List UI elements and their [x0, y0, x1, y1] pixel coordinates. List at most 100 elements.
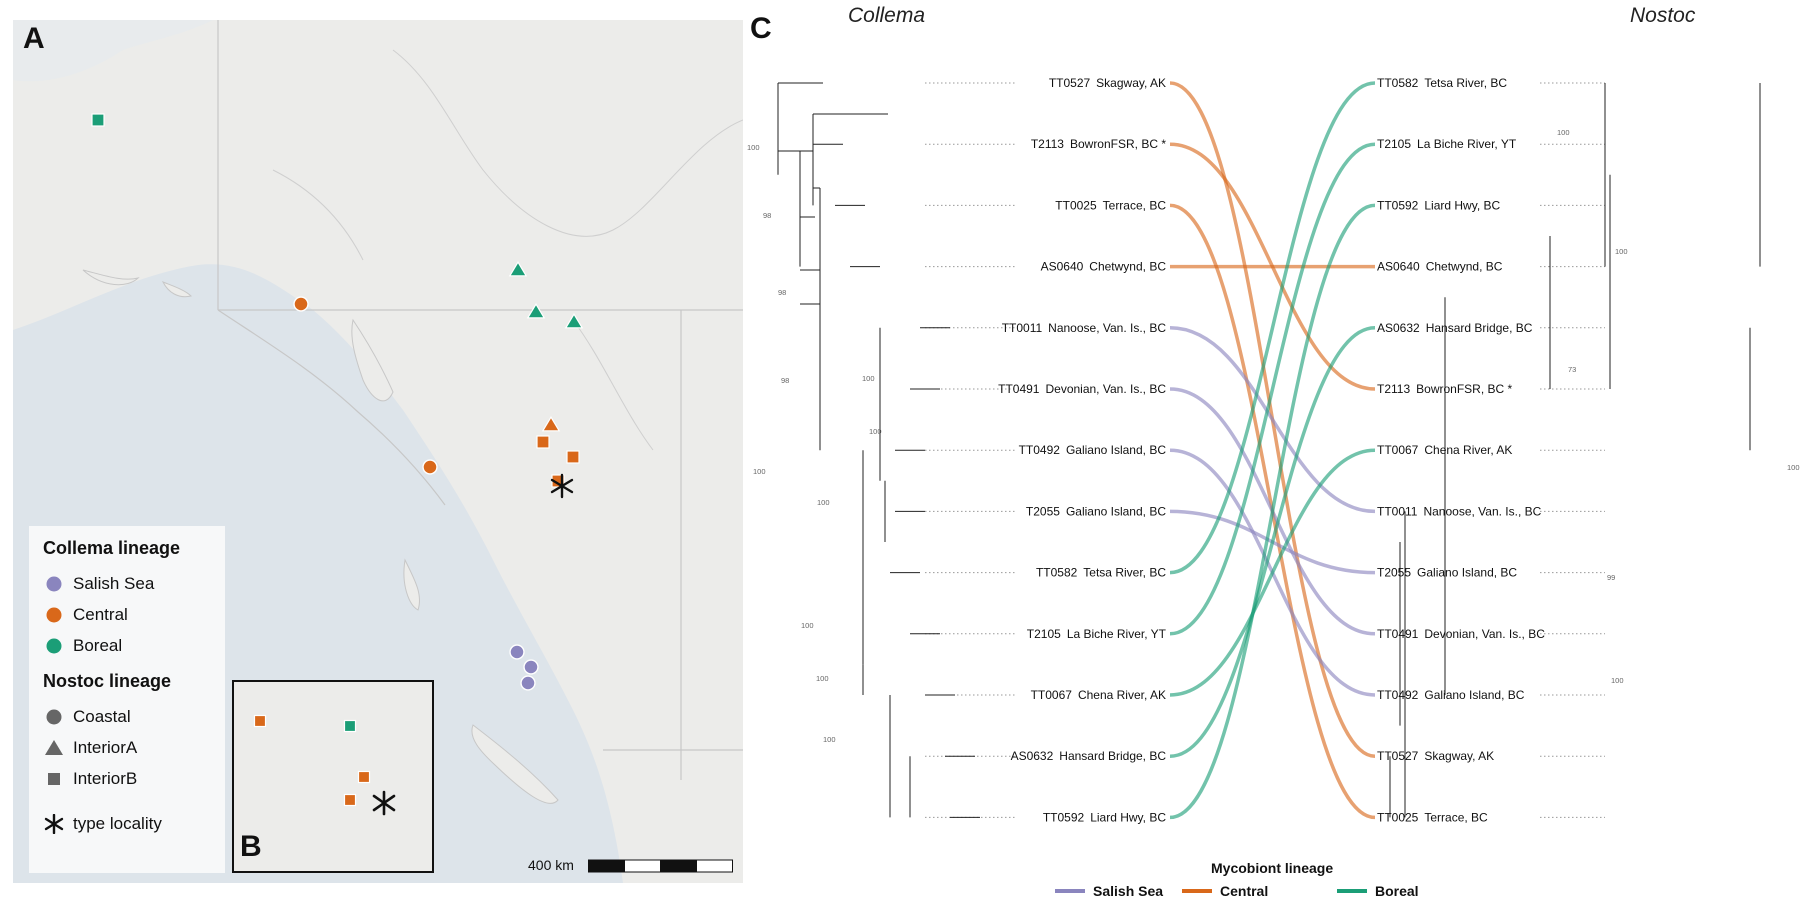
- panel-label-c: C: [750, 12, 772, 45]
- collema-tip-label: TT0492 Galiano Island, BC: [1019, 443, 1167, 457]
- nostoc-legend-label: Coastal: [73, 706, 131, 726]
- collema-tip-place: BowronFSR, BC *: [1070, 137, 1166, 151]
- map-marker-circle: [422, 459, 438, 475]
- collema-tip-id: TT0492: [1019, 443, 1061, 457]
- nostoc-tip-place: Galiano Island, BC: [1424, 688, 1524, 702]
- collema-tip-id: TT0527: [1049, 76, 1091, 90]
- collema-tip-labels: TT0527 Skagway, AK T2113 BowronFSR, BC * TT0…: [998, 76, 1167, 824]
- collema-tip-label: TT0592 Liard Hwy, BC: [1043, 810, 1166, 824]
- collema-legend-item: Boreal: [43, 630, 225, 661]
- association-links: [1169, 81, 1376, 820]
- nostoc-tip-id: TT0011: [1377, 504, 1418, 518]
- association-link: [1169, 203, 1376, 820]
- collema-tip-place: Liard Hwy, BC: [1090, 810, 1166, 824]
- collema-tip-id: TT0067: [1031, 688, 1073, 702]
- nostoc-tip-place: Galiano Island, BC: [1417, 566, 1517, 580]
- nostoc-tip-id: AS0640: [1377, 260, 1420, 274]
- mycobiont-legend-title: Mycobiont lineage: [1211, 860, 1333, 876]
- collema-tip-place: Galiano Island, BC: [1066, 504, 1166, 518]
- type-locality-label: type locality: [73, 813, 162, 833]
- panel-label-a: A: [23, 22, 45, 55]
- triangle-swatch-icon: [43, 738, 73, 758]
- asterisk-icon: [43, 813, 73, 834]
- collema-legend-label: Salish Sea: [73, 573, 155, 593]
- arctic-ocean: [13, 20, 213, 82]
- nostoc-support-value: 73: [1568, 365, 1576, 374]
- nostoc-legend-label: InteriorB: [73, 768, 138, 788]
- inset-type-locality-marker: [372, 790, 396, 816]
- nostoc-support-value: 100: [1611, 676, 1624, 685]
- coastline-islands: [82, 269, 559, 804]
- map-marker-triangle: [541, 416, 561, 432]
- nostoc-tip-id: T2113: [1377, 382, 1410, 396]
- collema-tip-id: TT0011: [1002, 321, 1043, 335]
- nostoc-legend-title: Nostoc lineage: [43, 671, 172, 691]
- map-marker-square: [566, 450, 580, 464]
- nostoc-tree-title: Nostoc: [1630, 4, 1696, 27]
- nostoc-tip-id: TT0527: [1377, 749, 1419, 763]
- collema-tip-place: Terrace, BC: [1103, 198, 1167, 212]
- map-marker-square: [91, 113, 105, 127]
- panel-label-b: B: [240, 830, 262, 863]
- nostoc-legend-item: Coastal: [43, 701, 225, 732]
- collema-legend-item: Central: [43, 599, 225, 630]
- collema-tip-place: Skagway, AK: [1096, 76, 1166, 90]
- association-link: [1169, 81, 1376, 575]
- nostoc-tip-place: Chetwynd, BC: [1426, 260, 1503, 274]
- collema-support-value: 100: [823, 735, 836, 744]
- map-marker-triangle: [508, 261, 528, 277]
- collema-legend-label: Central: [73, 604, 128, 624]
- collema-tip-place: Devonian, Van. Is., BC: [1045, 382, 1166, 396]
- collema-support-value: 100: [862, 374, 875, 383]
- inset-map-svg: [253, 714, 396, 816]
- collema-tip-place: Hansard Bridge, BC: [1059, 749, 1166, 763]
- collema-support-value: 100: [869, 427, 882, 436]
- collema-tip-place: Galiano Island, BC: [1066, 443, 1166, 457]
- collema-support-value: 98: [778, 288, 786, 297]
- nostoc-support-value: 99: [1607, 573, 1615, 582]
- nostoc-tree: [1389, 83, 1761, 818]
- collema-tip-id: TT0491: [998, 382, 1040, 396]
- collema-tip-id: TT0582: [1036, 566, 1078, 580]
- collema-tip-id: T2113: [1031, 137, 1064, 151]
- map-marker-square: [536, 435, 550, 449]
- nostoc-tip-place: BowronFSR, BC *: [1416, 382, 1512, 396]
- collema-tip-label: T2113 BowronFSR, BC *: [1031, 137, 1167, 151]
- nostoc-tip-place: Devonian, Van. Is., BC: [1424, 627, 1545, 641]
- collema-tip-place: Chetwynd, BC: [1089, 260, 1166, 274]
- circle-swatch-icon: [43, 574, 73, 594]
- mycobiont-legend-label: Boreal: [1375, 883, 1419, 899]
- circle-swatch-icon: [43, 707, 73, 727]
- nostoc-tip-label: AS0640 Chetwynd, BC: [1377, 260, 1503, 274]
- nostoc-tip-id: TT0492: [1377, 688, 1419, 702]
- nostoc-tip-label: TT0527 Skagway, AK: [1377, 749, 1494, 763]
- nostoc-tip-place: Chena River, AK: [1424, 443, 1512, 457]
- association-link: [1169, 326, 1376, 758]
- map-marker-triangle: [526, 303, 546, 319]
- nostoc-tip-label: T2113 BowronFSR, BC *: [1377, 382, 1513, 396]
- map-marker-circle: [523, 659, 539, 675]
- collema-support-value: 98: [763, 211, 771, 220]
- nostoc-support-value: 100: [1557, 128, 1570, 137]
- inset-marker-square: [343, 793, 357, 807]
- nostoc-tip-place: Skagway, AK: [1424, 749, 1494, 763]
- nostoc-tip-place: Tetsa River, BC: [1424, 76, 1507, 90]
- collema-legend-label: Boreal: [73, 635, 123, 655]
- map-marker-circle: [293, 296, 309, 312]
- collema-tip-id: TT0592: [1043, 810, 1085, 824]
